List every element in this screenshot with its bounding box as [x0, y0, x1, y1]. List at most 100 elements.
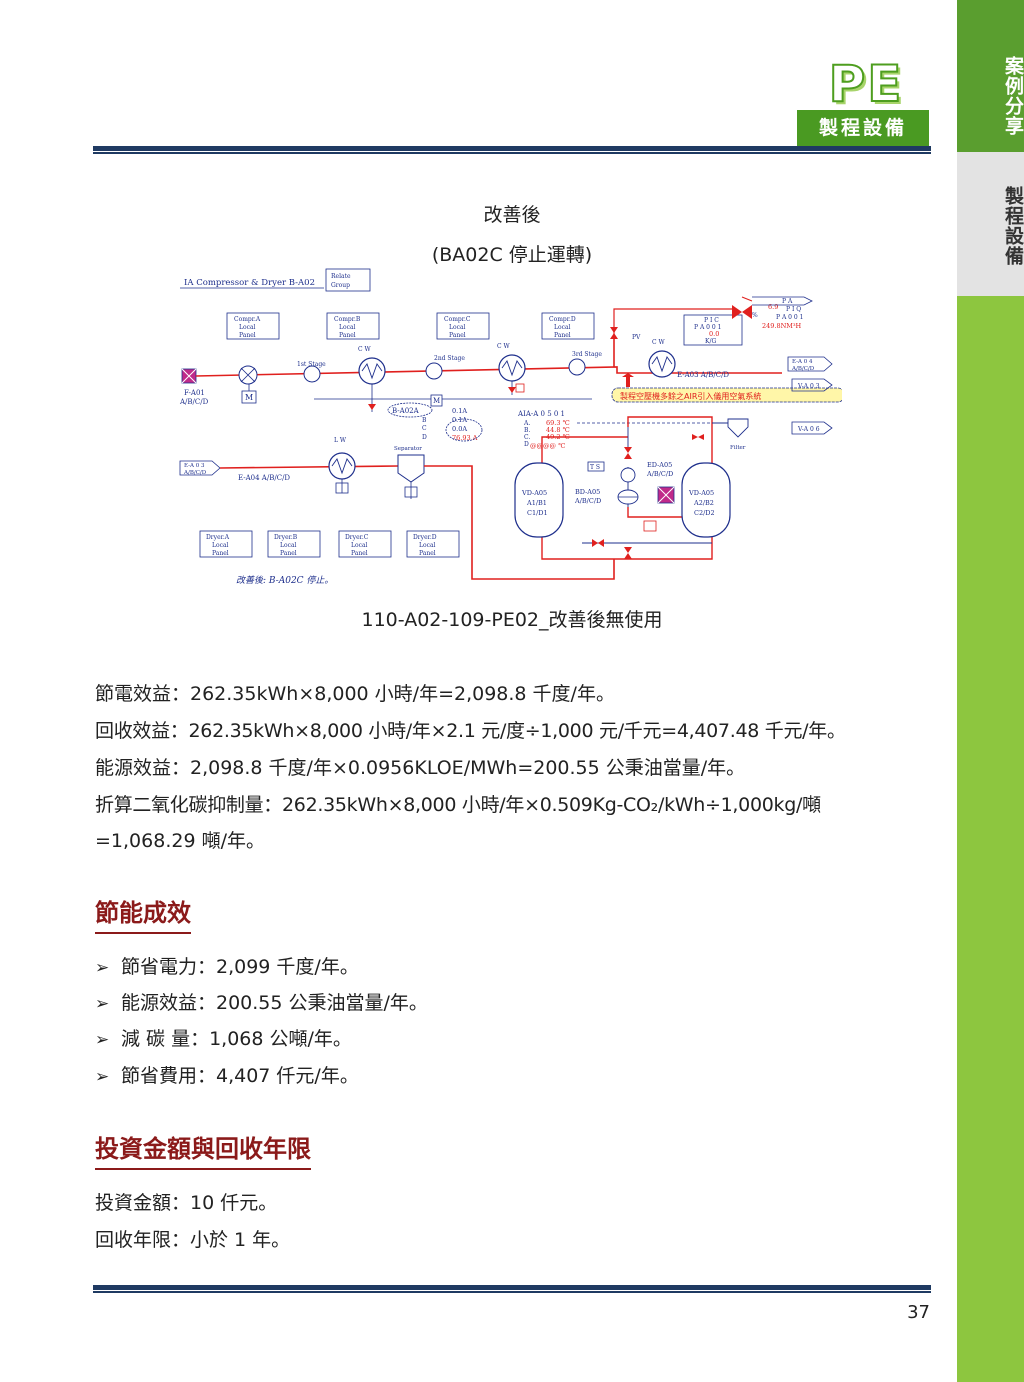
piq-flow: 249.8NM³H [762, 322, 802, 330]
bullet-arrow-icon: ➢ [95, 994, 110, 1014]
compr-panel-c: Compr.C Local Panel [436, 312, 490, 340]
calc-line-electricity: 節電效益：262.35kWh×8,000 小時/年=2,098.8 千度/年。 [95, 683, 615, 705]
page-number: 37 [907, 1302, 930, 1323]
calc-line-co2-result: =1,068.29 噸/年。 [95, 830, 265, 852]
b-a02-value-b: 0.1A [452, 416, 467, 424]
b-a02-item-b: B [422, 417, 427, 424]
side-bar-subsection-block [957, 152, 1024, 296]
bd-line1: BD-A05 [575, 488, 600, 496]
motor-label-2: M [433, 397, 440, 405]
svg-text:Panel: Panel [239, 332, 256, 339]
svg-text:Local: Local [419, 542, 436, 549]
vd-left-line3: C1/D1 [527, 509, 548, 517]
e-a03-in-line1: E-A 0 3 [184, 463, 205, 469]
bullet-arrow-icon: ➢ [95, 1030, 110, 1050]
lw-label: L W [334, 437, 347, 444]
svg-text:Local: Local [554, 324, 571, 331]
separator-label: Separator [394, 446, 422, 452]
drain-valve-icon [368, 404, 376, 410]
bullet-arrow-icon: ➢ [95, 958, 110, 978]
vd-right-line1: VD-A05 [688, 489, 714, 497]
bd-line2: A/B/C/D [574, 497, 601, 505]
category-tab: 製程設備 [797, 110, 929, 146]
heat-exchanger-icon [358, 357, 386, 385]
bullet-arrow-icon: ➢ [95, 1067, 110, 1087]
aia-item-c: C. [524, 434, 530, 441]
pic-line4: K/G [705, 338, 717, 345]
e-a03-in-line2: A/B/C/D [183, 470, 207, 476]
figure-subtitle: (BA02C 停止運轉) [431, 244, 593, 266]
stage-1-icon [303, 365, 321, 383]
svg-text:Local: Local [449, 324, 466, 331]
compr-panel-d: Compr.D Local Panel [541, 312, 595, 340]
highlight-note-box [611, 387, 842, 403]
ed-line2: A/B/C/D [646, 470, 673, 478]
vd-right-line2: A2/B2 [693, 499, 714, 507]
svg-text:Local: Local [212, 542, 229, 549]
header-rule [93, 146, 931, 151]
investment-amount: 投資金額：10 仟元。 [95, 1192, 278, 1214]
aia-value-a: 69.3 ℃ [546, 419, 570, 427]
payback-period: 回收年限：小於 1 年。 [95, 1229, 291, 1251]
aia-item-d: D [524, 441, 529, 448]
piq-line2: P A 0 0 1 [776, 314, 803, 321]
dryer-panel-d: Dryer.D Local Panel [406, 530, 460, 558]
svg-text:Panel: Panel [419, 550, 436, 557]
v-a03-label: V-A 0 3 [797, 383, 820, 390]
e-a03-label: E-A03 A/B/C/D [677, 371, 729, 379]
svg-text:Local: Local [239, 324, 256, 331]
handwritten-note: 改善後: B-A02C 停止。 [236, 575, 333, 586]
pressure-valve-icon [610, 327, 618, 333]
ts-label: T S [590, 464, 600, 471]
upward-arrow-icon [622, 373, 634, 387]
pa-arrow-box [752, 296, 813, 306]
flow-valve-icon [732, 305, 742, 319]
side-bar-section-label: 案例分享 [1002, 56, 1024, 136]
figure-title: 改善後 [483, 204, 541, 226]
pic-line2: P A 0 0 1 [694, 324, 721, 331]
side-bar-subsection-label: 製程設備 [1002, 186, 1024, 266]
aia-value-d: @@@@ ℃ [530, 442, 565, 450]
heat-exchanger-icon [498, 354, 526, 382]
e-a04-top-line1: E-A 0 4 [792, 359, 813, 365]
pv-label: PV [632, 334, 641, 341]
e-a03-inlet-box [179, 460, 221, 476]
compr-panel-b: Compr.B Local Panel [326, 312, 380, 340]
list-item: ➢能源效益：200.55 公秉油當量/年。 [95, 992, 428, 1014]
diagram-title: IA Compressor & Dryer B-A02 [184, 278, 315, 288]
dryer-vessel-left [514, 462, 564, 538]
e-a04-outlet-box [787, 356, 833, 372]
svg-text:Compr.C: Compr.C [444, 316, 471, 323]
stage-1-label: 1st Stage [297, 361, 326, 368]
switch-valve-icon [624, 547, 632, 559]
svg-text:Panel: Panel [554, 332, 571, 339]
svg-text:Panel: Panel [449, 332, 466, 339]
cw-label-2: C W [497, 343, 510, 350]
cw-label-3: C W [652, 339, 665, 346]
stage-2-label: 2nd Stage [434, 355, 465, 362]
calc-line-co2: 折算二氧化碳抑制量：262.35kWh×8,000 小時/年×0.509Kg-C… [95, 794, 821, 816]
v-a06-label: V-A 0 6 [797, 426, 820, 433]
svg-text:Dryer.D: Dryer.D [413, 534, 437, 541]
heat-exchanger-icon [648, 350, 676, 378]
b-a02-item-c: C [422, 425, 427, 432]
pic-line1: P I C [704, 317, 719, 324]
ed-icon [620, 467, 636, 483]
svg-text:Local: Local [280, 542, 297, 549]
filter-label: Filter [730, 445, 746, 451]
pe-logo: PE [828, 55, 904, 113]
b-a02-value-a: 0.1A [452, 407, 467, 415]
e-a04-label: E-A04 A/B/C/D [238, 474, 290, 482]
calc-line-energy: 能源效益：2,098.8 千度/年×0.0956KLOE/MWh=200.55 … [95, 757, 746, 779]
process-diagram: IA Compressor & Dryer B-A02 Relate Group… [172, 267, 842, 593]
aia-label: AIA-A 0 5 0 1 [517, 410, 565, 418]
motor-label: M [245, 393, 253, 402]
b-a02-item-d: D [422, 434, 427, 441]
ed-line1: ED-A05 [647, 461, 672, 469]
e-a04-top-line2: A/B/C/D [791, 366, 815, 372]
b-a02a-label: B-A02A [392, 407, 420, 415]
stage-3-icon [568, 358, 586, 376]
inlet-tag: F-A01 [184, 389, 205, 397]
relate-group-box [325, 268, 371, 292]
list-item: ➢減 碳 量：1,068 公噸/年。 [95, 1028, 352, 1050]
